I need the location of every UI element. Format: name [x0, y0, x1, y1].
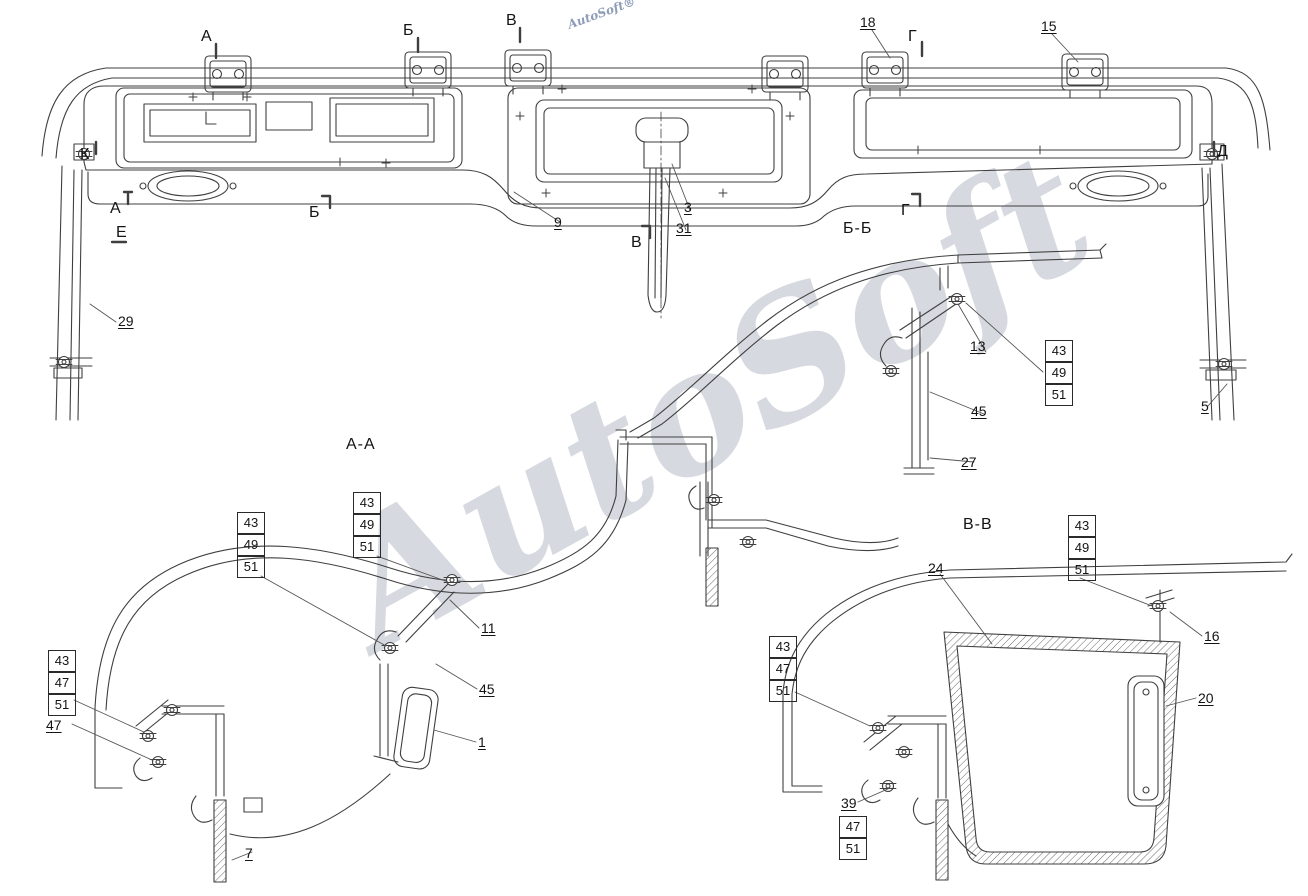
part-49-aa1[interactable]: 49	[353, 514, 381, 536]
part-51-bb[interactable]: 51	[1045, 384, 1073, 406]
part-47-vv2[interactable]: 47	[769, 658, 797, 680]
part-47-aa3[interactable]: 47	[48, 672, 76, 694]
part-45-aa[interactable]: 45	[479, 681, 495, 697]
part-15[interactable]: 15	[1041, 18, 1057, 34]
part-43-bb[interactable]: 43	[1045, 340, 1073, 362]
part-16[interactable]: 16	[1204, 628, 1220, 644]
section-mark-a-top: А	[201, 28, 212, 45]
part-7[interactable]: 7	[245, 845, 253, 861]
view-title-aa: А-А	[346, 436, 376, 453]
part-51-aa1[interactable]: 51	[353, 536, 381, 558]
part-43-aa3[interactable]: 43	[48, 650, 76, 672]
part-27[interactable]: 27	[961, 454, 977, 470]
part-43-vv2[interactable]: 43	[769, 636, 797, 658]
part-45-bb[interactable]: 45	[971, 403, 987, 419]
part-29[interactable]: 29	[118, 313, 134, 329]
part-9[interactable]: 9	[554, 214, 562, 230]
section-mark-k-left: К	[80, 146, 90, 163]
section-aa-art	[94, 429, 899, 883]
section-mark-v-mid: В	[631, 234, 642, 251]
section-mark-g-mid: Г	[901, 202, 910, 219]
part-51-vv2[interactable]: 51	[769, 680, 797, 702]
part-51-aa3[interactable]: 51	[48, 694, 76, 716]
part-43-aa1[interactable]: 43	[353, 492, 381, 514]
section-mark-a-left: А	[110, 200, 121, 217]
part-20[interactable]: 20	[1198, 690, 1214, 706]
part-51-aa2[interactable]: 51	[237, 556, 265, 578]
part-49-vv1[interactable]: 49	[1068, 537, 1096, 559]
part-1[interactable]: 1	[478, 734, 486, 750]
section-vv-art	[782, 553, 1293, 881]
part-39[interactable]: 39	[841, 795, 857, 811]
part-49-bb[interactable]: 49	[1045, 362, 1073, 384]
section-bb-art	[629, 243, 1107, 475]
section-mark-b-top: Б	[403, 22, 414, 39]
part-13[interactable]: 13	[970, 338, 986, 354]
section-ticks	[94, 26, 1216, 244]
part-43-vv1[interactable]: 43	[1068, 515, 1096, 537]
part-24[interactable]: 24	[928, 560, 944, 576]
view-title-vv: В-В	[963, 516, 993, 533]
section-mark-e-left: Е	[116, 224, 127, 241]
section-mark-b-mid: Б	[309, 204, 320, 221]
part-3[interactable]: 3	[684, 199, 692, 215]
leader-lines	[71, 29, 1228, 861]
part-49-aa2[interactable]: 49	[237, 534, 265, 556]
section-mark-g-top: Г	[908, 28, 917, 45]
part-31[interactable]: 31	[676, 220, 692, 236]
part-43-aa2[interactable]: 43	[237, 512, 265, 534]
section-mark-d-right: Д	[1217, 143, 1228, 160]
part-51-vv3[interactable]: 51	[839, 838, 867, 860]
part-11[interactable]: 11	[481, 620, 496, 636]
part-51-vv1[interactable]: 51	[1068, 559, 1096, 581]
part-18[interactable]: 18	[860, 14, 876, 30]
top-view-art	[41, 49, 1271, 421]
part-47-aa4[interactable]: 47	[46, 717, 62, 733]
part-47-vv3[interactable]: 47	[839, 816, 867, 838]
part-5[interactable]: 5	[1201, 398, 1209, 414]
section-mark-v-top: В	[506, 12, 517, 29]
view-title-bb: Б-Б	[843, 220, 873, 237]
